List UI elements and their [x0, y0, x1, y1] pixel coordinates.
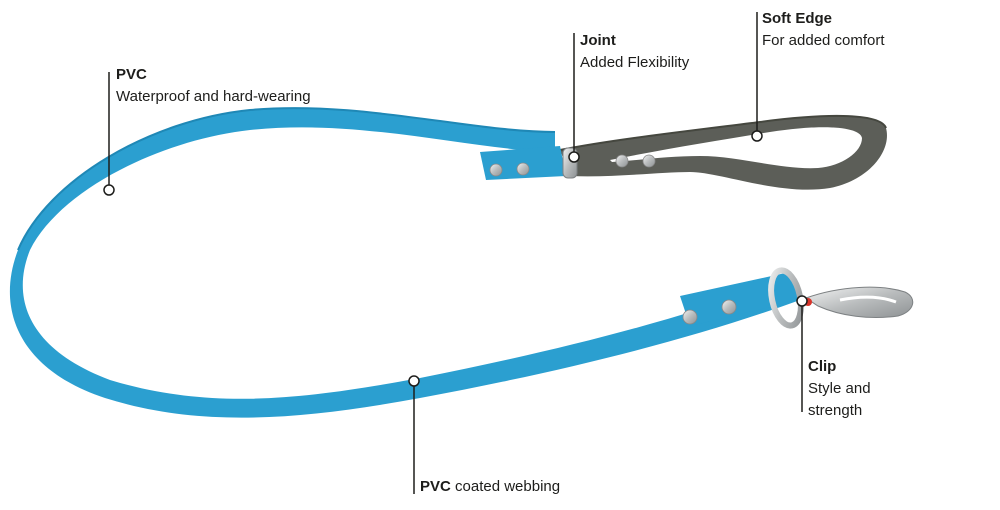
callout-webbing-title: PVC [420, 478, 451, 495]
callout-dot-joint [568, 151, 580, 163]
callout-soft-edge: Soft Edge For added comfort [762, 8, 885, 52]
callout-webbing: PVC coated webbing [420, 476, 560, 498]
callout-soft-edge-desc: For added comfort [762, 32, 885, 49]
callout-pvc-title: PVC [116, 66, 147, 83]
callout-clip-title: Clip [808, 358, 837, 375]
callout-clip-desc-line1: Style and [808, 380, 871, 397]
soft-edge-handle [559, 114, 887, 190]
callout-clip: Clip Style and strength [808, 356, 871, 422]
rivet [516, 162, 530, 176]
callout-pvc: PVC Waterproof and hard-wearing [116, 64, 311, 108]
rivets [489, 154, 737, 325]
callout-webbing-desc: coated webbing [455, 478, 561, 495]
rivet [615, 154, 629, 168]
rivet [489, 163, 503, 177]
callout-dot-soft-edge [751, 130, 763, 142]
callout-clip-desc-line2: strength [808, 402, 863, 419]
callout-joint-desc: Added Flexibility [580, 54, 690, 71]
callout-joint-title: Joint [580, 32, 616, 49]
rivet [642, 154, 656, 168]
rivet [721, 299, 737, 315]
callout-markers [103, 12, 808, 494]
callout-pvc-desc: Waterproof and hard-wearing [116, 88, 311, 105]
callout-dot-webbing [408, 375, 420, 387]
callout-dot-clip [796, 295, 808, 307]
clip-hardware [768, 267, 914, 329]
callout-soft-edge-title: Soft Edge [762, 10, 832, 27]
rivet [682, 309, 698, 325]
callout-dot-pvc [103, 184, 115, 196]
callout-joint: Joint Added Flexibility [580, 30, 689, 74]
